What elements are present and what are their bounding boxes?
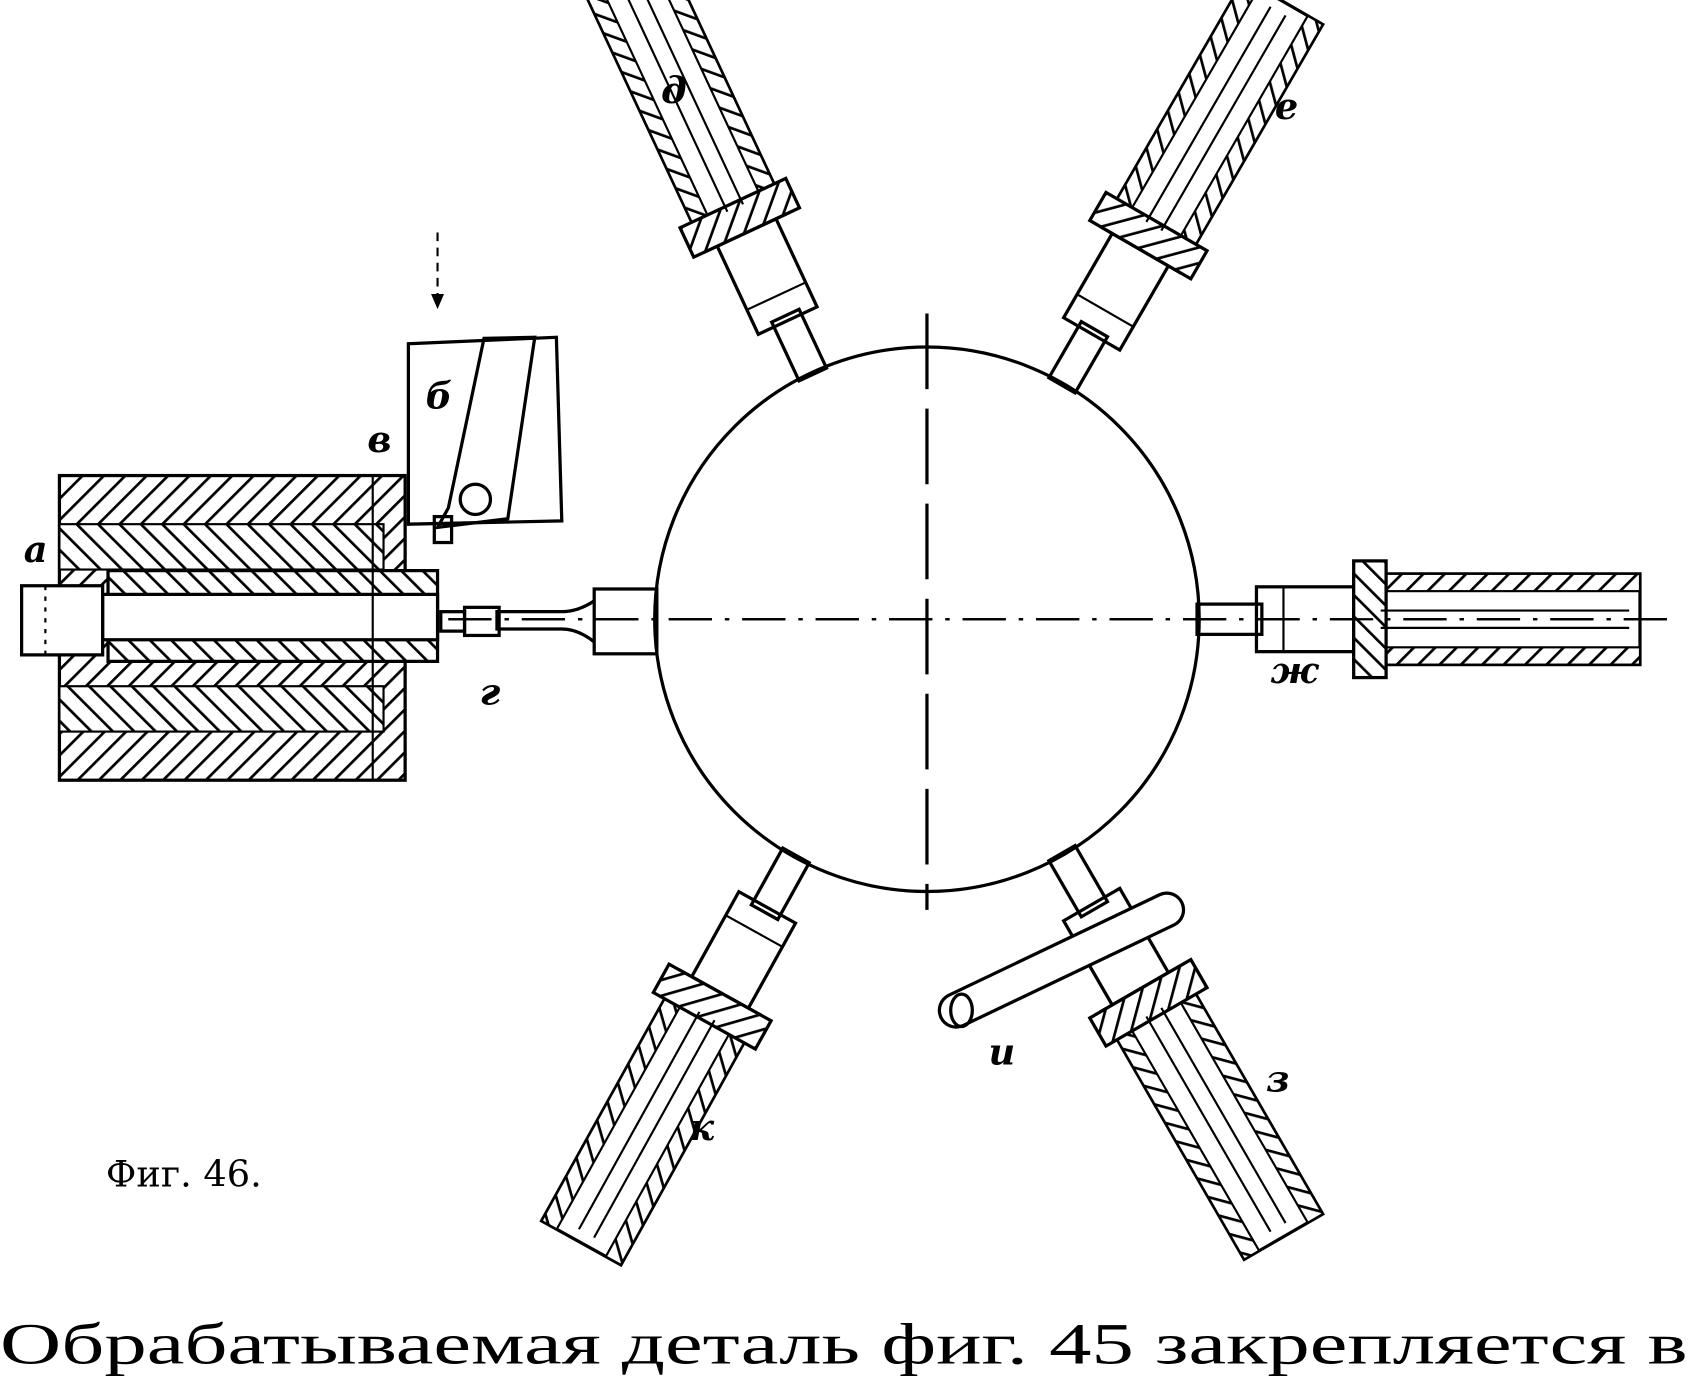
label-i: и xyxy=(989,1030,1016,1073)
arm-bottom-right xyxy=(1009,822,1336,1268)
body-text-line: Обрабатываемая деталь фиг. 45 закрепляет… xyxy=(0,1312,1688,1377)
tool-g xyxy=(439,587,659,656)
label-b: б xyxy=(426,375,453,418)
figure-caption: Фиг. 46. xyxy=(106,1152,262,1195)
label-v: в xyxy=(367,418,391,461)
label-d: д xyxy=(661,69,687,112)
label-a: а xyxy=(24,528,48,571)
label-g: г xyxy=(480,671,501,714)
arm-top-right xyxy=(1009,0,1336,417)
arm-bottom-left xyxy=(528,825,849,1273)
label-zh: ж xyxy=(1270,649,1319,692)
label-z: з xyxy=(1266,1057,1289,1100)
label-e: е xyxy=(1275,85,1298,128)
handle-i xyxy=(937,891,1186,1029)
tool-block-b xyxy=(406,335,564,545)
chuck xyxy=(19,473,440,782)
label-k: к xyxy=(689,1106,715,1149)
arm-top-left xyxy=(571,0,868,401)
